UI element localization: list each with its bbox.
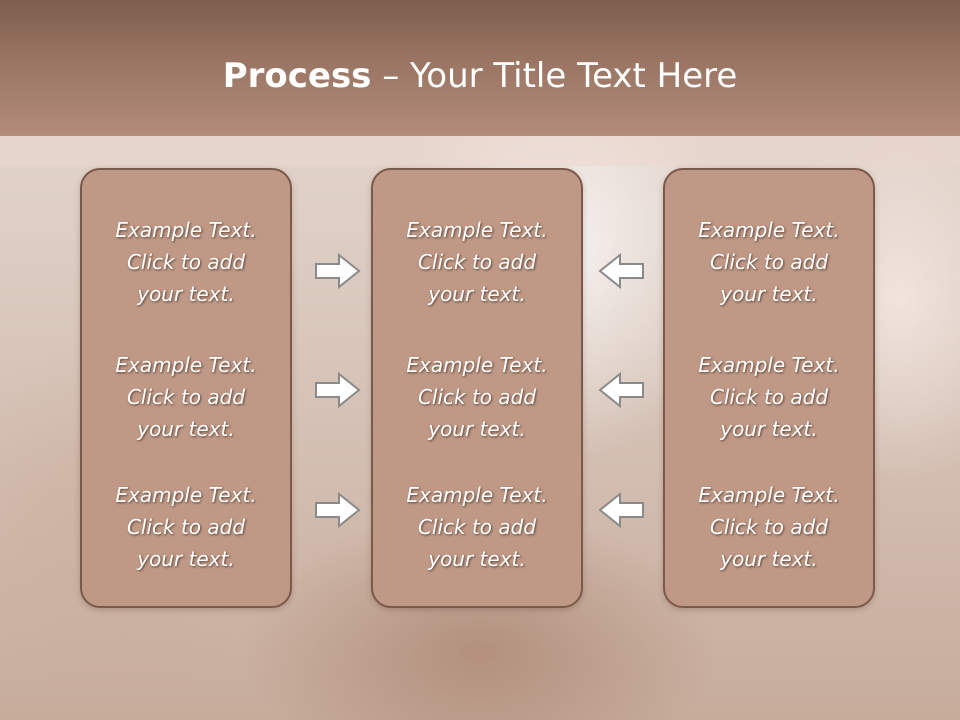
text-line: Click to add (126, 385, 246, 409)
text-placeholder[interactable]: Example Text. Click to add your text. (82, 349, 290, 445)
text-line: Example Text. (115, 353, 257, 377)
text-placeholder[interactable]: Example Text. Click to add your text. (373, 214, 581, 310)
text-line: Example Text. (115, 218, 257, 242)
text-line: your text. (720, 282, 818, 306)
left-arrow-icon (597, 370, 645, 410)
text-line: Click to add (126, 515, 246, 539)
text-line: your text. (428, 282, 526, 306)
header-strip (0, 136, 960, 166)
text-line: Click to add (709, 515, 829, 539)
right-process-box[interactable]: Example Text. Click to add your text. Ex… (663, 168, 875, 608)
text-placeholder[interactable]: Example Text. Click to add your text. (665, 479, 873, 575)
text-line: Example Text. (698, 483, 840, 507)
right-arrow-icon (314, 490, 362, 530)
text-placeholder[interactable]: Example Text. Click to add your text. (82, 479, 290, 575)
title-rest: – Your Title Text Here (371, 56, 738, 96)
text-line: your text. (428, 547, 526, 571)
text-line: Example Text. (406, 353, 548, 377)
text-line: Example Text. (698, 353, 840, 377)
text-line: Click to add (417, 250, 537, 274)
text-line: Example Text. (406, 218, 548, 242)
text-line: Click to add (417, 385, 537, 409)
right-arrow-icon (314, 251, 362, 291)
text-line: your text. (720, 547, 818, 571)
text-line: your text. (137, 282, 235, 306)
text-line: Example Text. (406, 483, 548, 507)
text-line: Click to add (709, 250, 829, 274)
left-arrow-icon (597, 490, 645, 530)
center-process-box[interactable]: Example Text. Click to add your text. Ex… (371, 168, 583, 608)
text-placeholder[interactable]: Example Text. Click to add your text. (82, 214, 290, 310)
text-line: your text. (428, 417, 526, 441)
text-line: your text. (720, 417, 818, 441)
left-arrow-icon (597, 251, 645, 291)
text-line: Click to add (709, 385, 829, 409)
slide-title[interactable]: Process – Your Title Text Here (0, 52, 960, 100)
left-process-box[interactable]: Example Text. Click to add your text. Ex… (80, 168, 292, 608)
right-arrow-icon (314, 370, 362, 410)
text-placeholder[interactable]: Example Text. Click to add your text. (665, 214, 873, 310)
text-placeholder[interactable]: Example Text. Click to add your text. (665, 349, 873, 445)
title-bold: Process (222, 56, 372, 96)
text-placeholder[interactable]: Example Text. Click to add your text. (373, 479, 581, 575)
text-line: Example Text. (115, 483, 257, 507)
text-line: your text. (137, 417, 235, 441)
text-line: your text. (137, 547, 235, 571)
text-line: Click to add (126, 250, 246, 274)
text-placeholder[interactable]: Example Text. Click to add your text. (373, 349, 581, 445)
header-band (0, 0, 960, 136)
text-line: Click to add (417, 515, 537, 539)
text-line: Example Text. (698, 218, 840, 242)
